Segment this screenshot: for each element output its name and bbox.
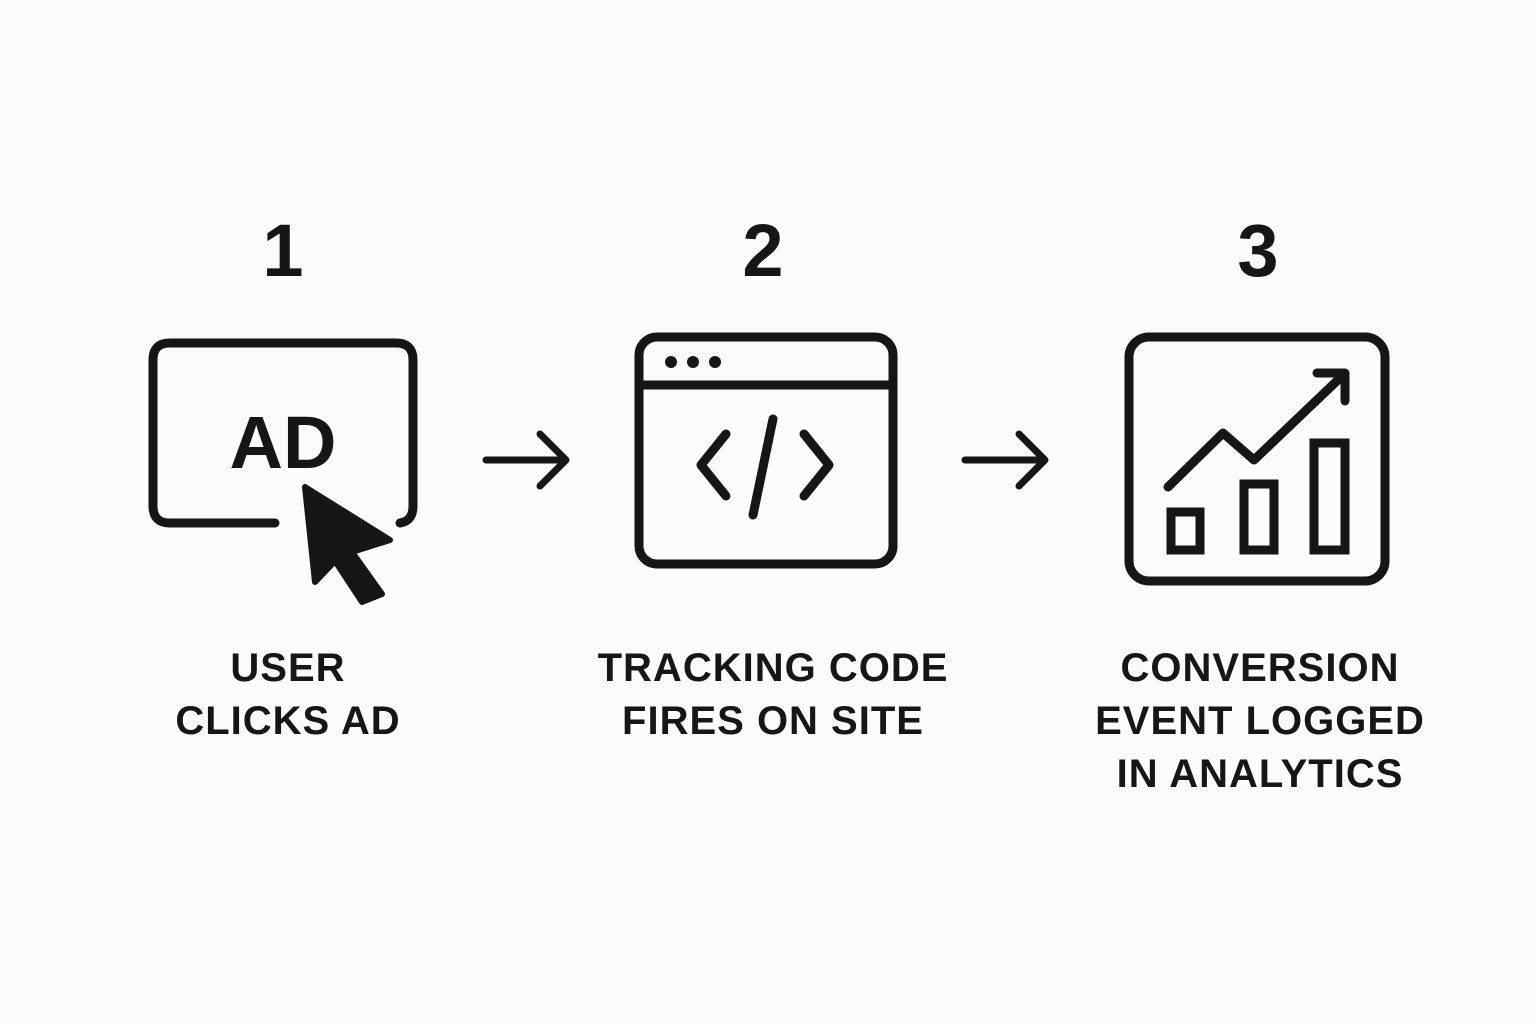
analytics-chart-icon xyxy=(1124,332,1390,586)
step-1-number: 1 xyxy=(262,209,304,292)
ad-text: AD xyxy=(230,401,337,484)
browser-code-icon xyxy=(634,332,898,569)
step-3-number: 3 xyxy=(1237,209,1279,292)
step-2-number: 2 xyxy=(742,209,784,292)
step-3-label: CONVERSION EVENT LOGGED IN ANALYTICS xyxy=(1095,646,1425,796)
step-2-label: TRACKING CODE FIRES ON SITE xyxy=(597,646,949,743)
right-arrow-icon xyxy=(482,430,570,490)
right-arrow-icon xyxy=(961,430,1049,490)
step-1-label: USER CLICKS AD xyxy=(175,646,401,743)
ad-click-icon: AD xyxy=(148,338,418,605)
